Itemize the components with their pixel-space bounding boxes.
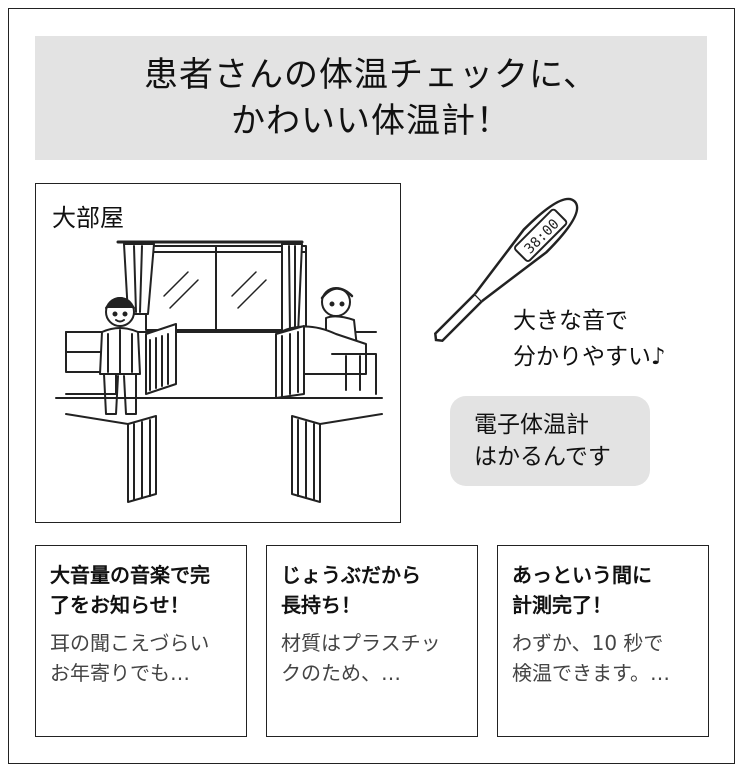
- feature-card-body: 材質はプラスチッ クのため、…: [281, 628, 477, 688]
- page-frame: [8, 8, 735, 764]
- feature-card-durable: じょうぶだから 長持ち！ 材質はプラスチッ クのため、…: [266, 545, 478, 737]
- body-line-1: 材質はプラスチッ: [281, 631, 441, 655]
- feature-card-title: あっという間に 計測完了！: [512, 560, 708, 620]
- thermometer-caption: 大きな音で 分かりやすい♪: [513, 303, 666, 375]
- product-name-line-2: はかるんです: [474, 444, 611, 470]
- body-line-2: クのため、…: [281, 661, 401, 685]
- thermometer-illustration: 38:00: [428, 188, 598, 352]
- body-line-1: わずか、10 秒で: [512, 631, 664, 655]
- product-name-line-1: 電子体温計: [474, 412, 589, 438]
- title-line-2: 計測完了！: [512, 593, 612, 617]
- caption-line-2: 分かりやすい♪: [513, 344, 666, 370]
- title-line-1: じょうぶだから: [281, 563, 421, 587]
- headline-line-2: かわいい体温計！: [231, 101, 511, 141]
- ward-illustration-panel: 大部屋: [35, 183, 401, 523]
- feature-card-speed: あっという間に 計測完了！ わずか、10 秒で 検温できます。…: [497, 545, 709, 737]
- feature-card-body: わずか、10 秒で 検温できます。…: [512, 628, 708, 688]
- body-line-2: お年寄りでも…: [50, 661, 190, 685]
- title-line-1: 大音量の音楽で完: [50, 563, 210, 587]
- title-line-1: あっという間に: [512, 563, 652, 587]
- title-line-2: 了をお知らせ！: [50, 593, 190, 617]
- feature-card-title: じょうぶだから 長持ち！: [281, 560, 477, 620]
- feature-card-title: 大音量の音楽で完 了をお知らせ！: [50, 560, 246, 620]
- caption-line-1: 大きな音で: [513, 308, 628, 334]
- headline-banner: 患者さんの体温チェックに、 かわいい体温計！: [35, 36, 707, 160]
- thermometer-icon: 38:00: [433, 197, 579, 343]
- body-line-1: 耳の聞こえづらい: [50, 631, 210, 655]
- ward-room-illustration: [55, 240, 383, 503]
- headline-line-1: 患者さんの体温チェックに、: [144, 55, 598, 95]
- feature-card-sound: 大音量の音楽で完 了をお知らせ！ 耳の聞こえづらい お年寄りでも…: [35, 545, 247, 737]
- room-label: 大部屋: [52, 204, 124, 232]
- title-line-2: 長持ち！: [281, 593, 361, 617]
- feature-card-body: 耳の聞こえづらい お年寄りでも…: [50, 628, 246, 688]
- product-name-bubble: 電子体温計 はかるんです: [450, 396, 650, 486]
- body-line-2: 検温できます。…: [512, 661, 670, 685]
